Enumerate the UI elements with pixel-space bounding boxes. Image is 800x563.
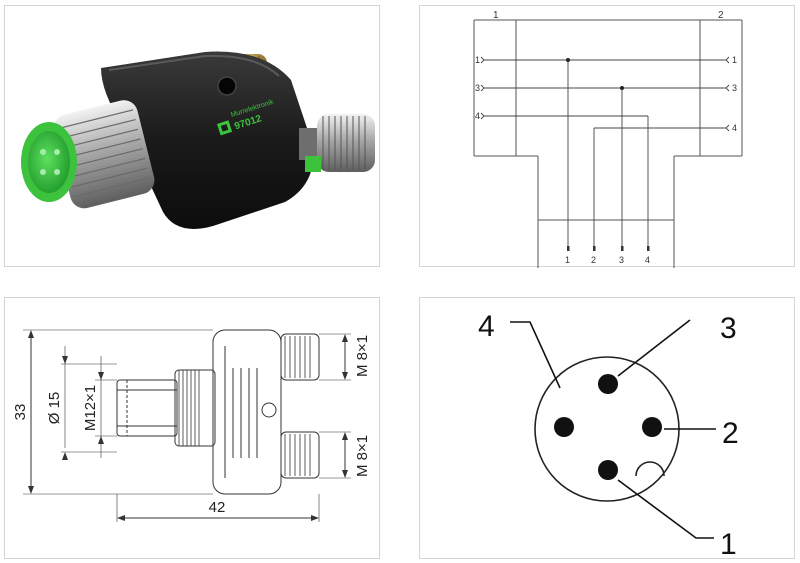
pin-3-contact [598, 374, 618, 394]
port-label-1: 1 [493, 10, 499, 21]
bottom-pin-2: 2 [591, 255, 596, 265]
wiring-schematic-panel: 1 2 1 3 4 1 3 4 [419, 5, 795, 268]
dim-thread-main: M12×1 [82, 385, 99, 431]
wiring-schematic: 1 2 1 3 4 1 3 4 [473, 10, 743, 268]
coding-key [635, 461, 665, 477]
pin-label-2: 2 [722, 417, 739, 450]
left-pin-1: 1 [475, 55, 480, 65]
dimension-drawing-panel: 33 Ø 15 M12×1 M 8×1 M 8×1 42 [4, 297, 380, 559]
pin-4-contact [554, 417, 574, 437]
pin-1-contact [598, 460, 618, 480]
right-pin-1: 1 [732, 55, 737, 65]
leader-line-3 [617, 319, 691, 377]
leader-line-4 [510, 321, 561, 389]
dim-thread-top: M 8×1 [354, 335, 371, 377]
right-pin-4: 4 [732, 123, 737, 133]
right-pin-3: 3 [732, 83, 737, 93]
pin-contact [40, 169, 46, 175]
bottom-pin-4: 4 [645, 255, 650, 265]
pin-contact [40, 149, 46, 155]
product-illustration: Murrelektronik 97012 [21, 51, 375, 229]
dim-diameter: Ø 15 [46, 392, 63, 425]
dim-height: 33 [12, 404, 29, 421]
pin-label-3: 3 [720, 312, 737, 345]
left-pin-3: 3 [475, 83, 480, 93]
product-photo-panel: Murrelektronik 97012 [4, 5, 380, 267]
black-housing: Murrelektronik 97012 [101, 51, 314, 229]
dimension-drawing: 33 Ø 15 M12×1 M 8×1 M 8×1 42 [12, 329, 371, 522]
junction-dot [566, 58, 570, 62]
pin-label-1: 1 [720, 528, 737, 560]
junction-dot [620, 86, 624, 90]
pin-2-contact [642, 417, 662, 437]
pin-contact [54, 169, 60, 175]
dim-thread-bottom: M 8×1 [354, 435, 371, 477]
bottom-pin-1: 1 [565, 255, 570, 265]
right-m8-coupling-nut [299, 114, 375, 172]
port-label-2: 2 [718, 10, 724, 21]
pin-layout-panel: 4 3 2 1 [419, 297, 795, 560]
pin-layout-diagram: 4 3 2 1 [478, 310, 739, 560]
dim-length: 42 [209, 499, 226, 516]
m12-male-connector [21, 100, 155, 209]
pin-label-4: 4 [478, 310, 495, 343]
bottom-pin-3: 3 [619, 255, 624, 265]
mounting-hole [217, 76, 237, 96]
leader-line-1 [617, 479, 714, 539]
left-pin-4: 4 [475, 111, 480, 121]
pin-contact [54, 149, 60, 155]
